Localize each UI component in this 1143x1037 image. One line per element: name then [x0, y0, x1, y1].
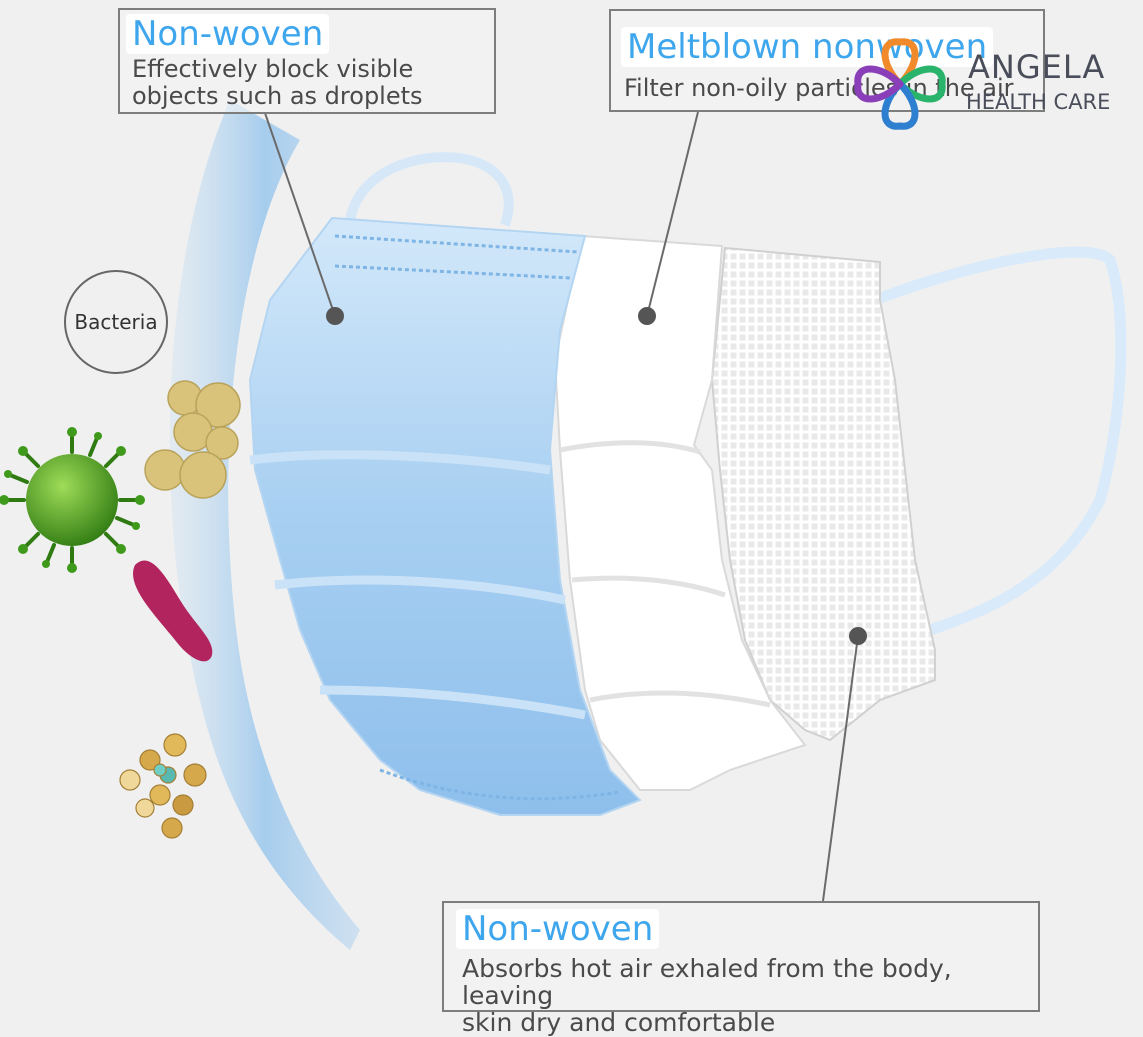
callout-outer-nonwoven: Non-woven Effectively block visible obje…	[118, 8, 496, 114]
pointer-dot-outer	[326, 307, 344, 325]
callout-description: Absorbs hot air exhaled from the body, l…	[462, 954, 952, 1037]
brand-subtitle: HEALTH CARE	[966, 90, 1111, 114]
virus-icon	[0, 427, 145, 573]
callout-inner-nonwoven: Non-woven Absorbs hot air exhaled from t…	[442, 901, 1040, 1036]
ear-loop-right	[873, 246, 1127, 636]
brand-logo: ANGELA HEALTH CARE	[850, 34, 1120, 134]
cocci-cluster-icon	[144, 380, 241, 499]
inner-nonwoven-layer	[710, 246, 936, 742]
callout-title: Non-woven	[456, 909, 660, 949]
callout-meltblown: Meltblown nonwoven Filter non-oily parti…	[609, 9, 1045, 112]
pointer-dot-meltblown	[638, 307, 656, 325]
bacillus-icon	[133, 560, 213, 662]
flower-logo-icon	[854, 38, 946, 130]
ear-loop-top	[345, 152, 514, 227]
pointer-dot-inner	[849, 627, 867, 645]
callout-description: Effectively block visible objects such a…	[132, 55, 423, 110]
meltblown-layer	[553, 234, 807, 791]
outer-layer-shield	[169, 100, 360, 950]
bacteria-cluster-icon	[119, 733, 207, 839]
callout-description: Filter non-oily particles in the air	[624, 74, 1014, 102]
callout-title: Meltblown nonwoven	[621, 27, 994, 67]
outer-nonwoven-layer	[248, 216, 642, 816]
bacteria-label: Bacteria	[64, 270, 168, 374]
callout-title: Non-woven	[126, 14, 330, 54]
brand-name: ANGELA	[968, 48, 1106, 86]
